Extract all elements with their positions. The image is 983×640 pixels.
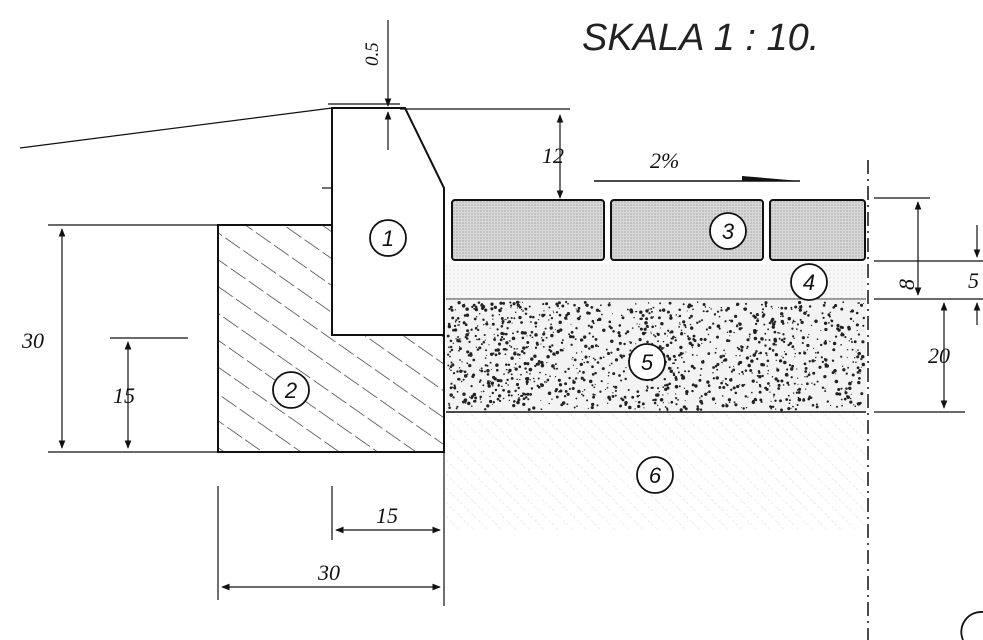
partial-circle-edge xyxy=(960,611,983,640)
layer-label-5: 5 xyxy=(628,343,666,381)
aggregate-dots xyxy=(446,300,866,412)
ground-slope-line xyxy=(19,107,333,149)
svg-text:1: 1 xyxy=(382,226,394,251)
dim-curb-reveal: 12 xyxy=(542,143,564,168)
slope-label: 2% xyxy=(650,148,679,173)
dim-top-offset: 0.5 xyxy=(362,42,383,66)
paver-block-1 xyxy=(451,199,605,261)
layer-label-6: 6 xyxy=(636,456,674,494)
slope-arrow-head xyxy=(742,176,800,181)
layer-label-3: 3 xyxy=(709,212,747,250)
dim-base-step: 15 xyxy=(113,383,135,408)
dim-sand-bed: 5 xyxy=(968,268,979,293)
dim-bottom-inner: 15 xyxy=(376,503,398,528)
dim-base-height: 30 xyxy=(21,328,44,353)
layer-label-2: 2 xyxy=(272,371,310,409)
svg-text:4: 4 xyxy=(803,270,815,295)
svg-text:6: 6 xyxy=(649,463,662,488)
dim-subbase: 20 xyxy=(928,343,950,368)
svg-text:5: 5 xyxy=(641,350,654,375)
svg-text:3: 3 xyxy=(722,219,735,244)
layer-label-1: 1 xyxy=(369,219,407,257)
svg-text:2: 2 xyxy=(284,378,297,403)
scale-title: SKALA 1 : 10. xyxy=(582,17,819,59)
dim-bottom-total: 30 xyxy=(317,560,340,585)
paver-block-3 xyxy=(769,199,866,261)
dim-paver-thickness: 8 xyxy=(894,279,919,290)
layer-label-4: 4 xyxy=(790,263,828,301)
